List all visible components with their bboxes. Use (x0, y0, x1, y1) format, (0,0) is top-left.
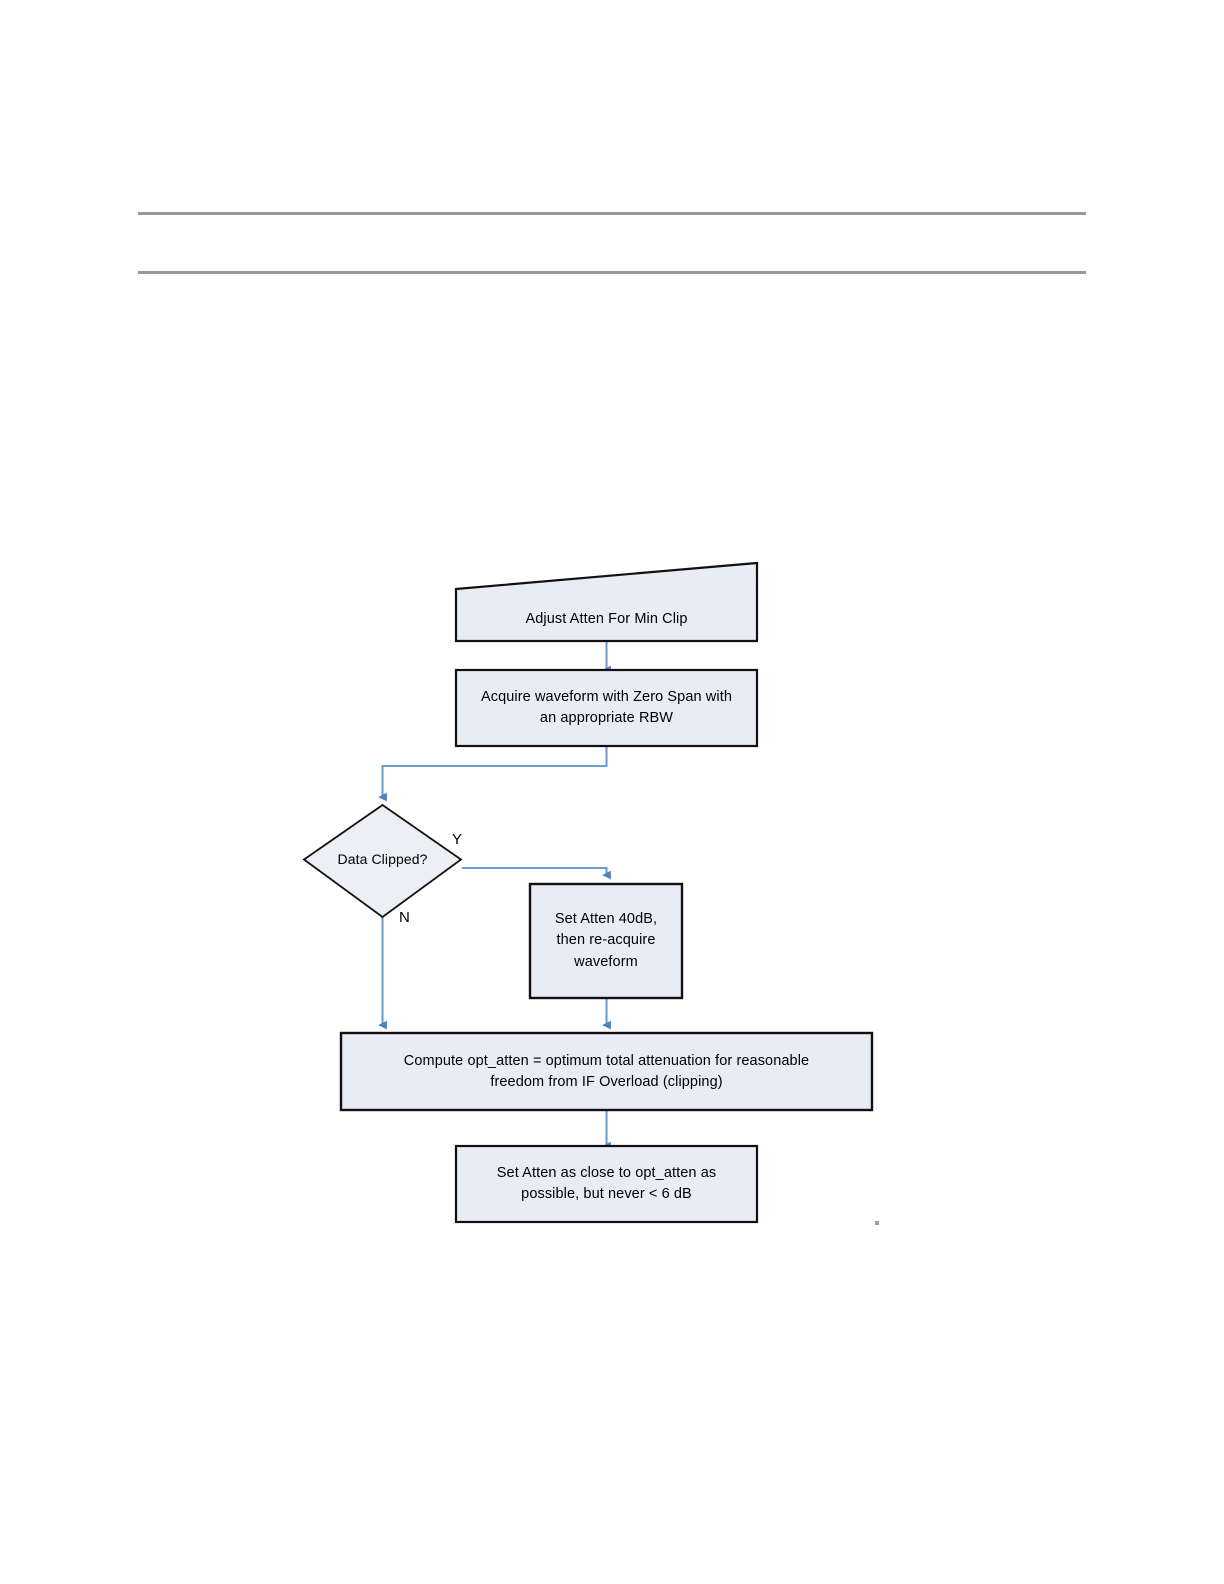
connector-group (378, 641, 611, 1151)
node-shape-set-close[interactable] (454, 1144, 759, 1224)
node-shape-set-atten-40[interactable] (528, 882, 684, 1000)
connector-decision-yes-to-setatten (462, 866, 611, 880)
stray-mark (875, 1221, 879, 1225)
header-rule-bottom (138, 271, 1086, 274)
node-shape-compute[interactable] (339, 1031, 874, 1112)
node-shape-start[interactable] (454, 561, 759, 643)
node-shape-decision[interactable] (302, 803, 463, 919)
page-header (138, 212, 1086, 274)
node-shape-acquire[interactable] (454, 668, 759, 748)
header-rule-top (138, 212, 1086, 215)
connector-acquire-to-decision (378, 746, 608, 802)
